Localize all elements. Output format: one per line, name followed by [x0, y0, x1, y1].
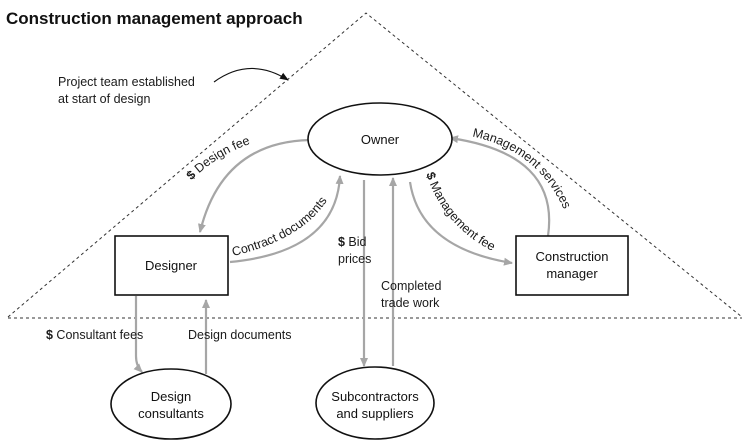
node-design-consultants-label-1: Design — [151, 389, 191, 404]
node-owner: Owner — [307, 102, 453, 176]
label-management-fee: $ Management fee — [423, 170, 497, 253]
annotation-line-1: Project team established — [58, 75, 195, 89]
edge-design-fee — [198, 138, 311, 233]
annotation-arrow — [213, 67, 289, 83]
node-construction-manager-label-1: Construction — [536, 249, 609, 264]
edge-management-fee — [408, 181, 513, 266]
node-design-consultants: Design consultants — [110, 368, 232, 440]
node-construction-manager: Construction manager — [515, 235, 629, 296]
label-design-documents: Design documents — [188, 328, 292, 342]
node-designer: Designer — [114, 235, 229, 296]
node-subcontractors-label-1: Subcontractors — [331, 389, 419, 404]
label-contract-documents: Contract documents — [230, 194, 329, 259]
node-subcontractors: Subcontractors and suppliers — [315, 366, 435, 440]
project-team-boundary — [7, 12, 743, 318]
node-construction-manager-label-2: manager — [546, 266, 598, 281]
label-bid-prices-line-1: $ Bid — [338, 235, 367, 249]
node-owner-label: Owner — [361, 132, 400, 147]
edge-contract-documents — [229, 175, 344, 264]
label-consultant-fees: $ Consultant fees — [46, 328, 143, 342]
label-bid-prices-line-2: prices — [338, 252, 371, 266]
edge-consultant-fees — [133, 296, 143, 373]
diagram-title: Construction management approach — [6, 9, 303, 28]
label-completed-trade-work-line-1: Completed — [381, 279, 441, 293]
node-subcontractors-label-2: and suppliers — [336, 406, 414, 421]
node-designer-label: Designer — [145, 258, 198, 273]
edge-management-services — [449, 135, 551, 237]
annotation-line-2: at start of design — [58, 92, 150, 106]
label-design-fee: $ Design fee — [184, 133, 252, 182]
label-completed-trade-work-line-2: trade work — [381, 296, 440, 310]
node-design-consultants-label-2: consultants — [138, 406, 204, 421]
